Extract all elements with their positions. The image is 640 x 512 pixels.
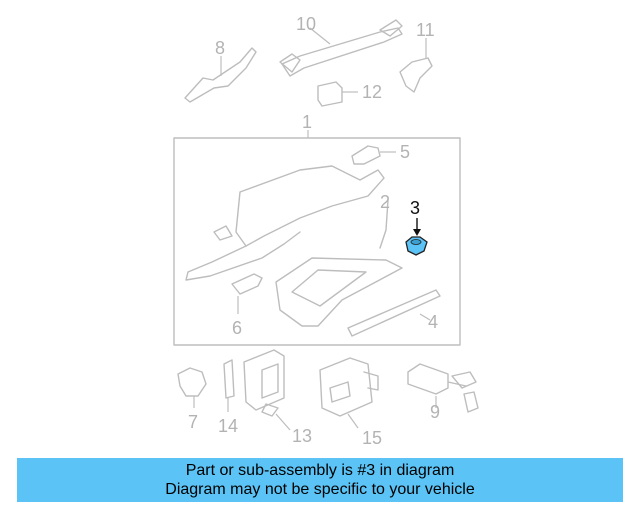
label-3: 3: [410, 198, 420, 218]
info-banner: Part or sub-assembly is #3 in diagram Di…: [17, 458, 623, 502]
label-14: 14: [218, 416, 238, 436]
part-13-latch: 13: [243, 349, 312, 446]
part-6-pin: 6: [231, 273, 263, 338]
label-4: 4: [428, 312, 438, 332]
label-12: 12: [362, 82, 382, 102]
part-8-bracket: 8: [184, 38, 257, 103]
part-12-block: 12: [317, 81, 382, 107]
label-11: 11: [416, 20, 435, 40]
label-13: 13: [292, 426, 312, 446]
part-10-rod: 10: [279, 14, 403, 77]
label-6: 6: [232, 318, 242, 338]
banner-line-2: Diagram may not be specific to your vehi…: [165, 481, 475, 498]
label-5: 5: [400, 142, 410, 162]
parts-diagram: 8 10 11 12 1 5 2: [173, 14, 479, 448]
label-10: 10: [296, 14, 316, 34]
part-11-corner: 11: [399, 20, 435, 93]
part-4-strip: 4: [347, 289, 441, 337]
label-15: 15: [362, 428, 382, 448]
banner-line-1: Part or sub-assembly is #3 in diagram: [185, 462, 455, 479]
part-2-hinge: 2: [380, 192, 390, 212]
label-2: 2: [380, 192, 390, 212]
part-15-lock-housing: 15: [319, 357, 382, 448]
part-9-lock-cylinder: 9: [407, 363, 479, 422]
label-8: 8: [215, 38, 225, 58]
part-14-pin: 14: [218, 359, 238, 436]
part-5-cylinder: 5: [351, 142, 410, 165]
part-3-bumper: 3: [405, 198, 428, 256]
label-7: 7: [188, 412, 198, 432]
label-9: 9: [430, 402, 440, 422]
part-1-glove-box-assembly: 1: [173, 112, 461, 346]
label-1: 1: [302, 112, 312, 132]
part-7-clip: 7: [177, 367, 207, 432]
